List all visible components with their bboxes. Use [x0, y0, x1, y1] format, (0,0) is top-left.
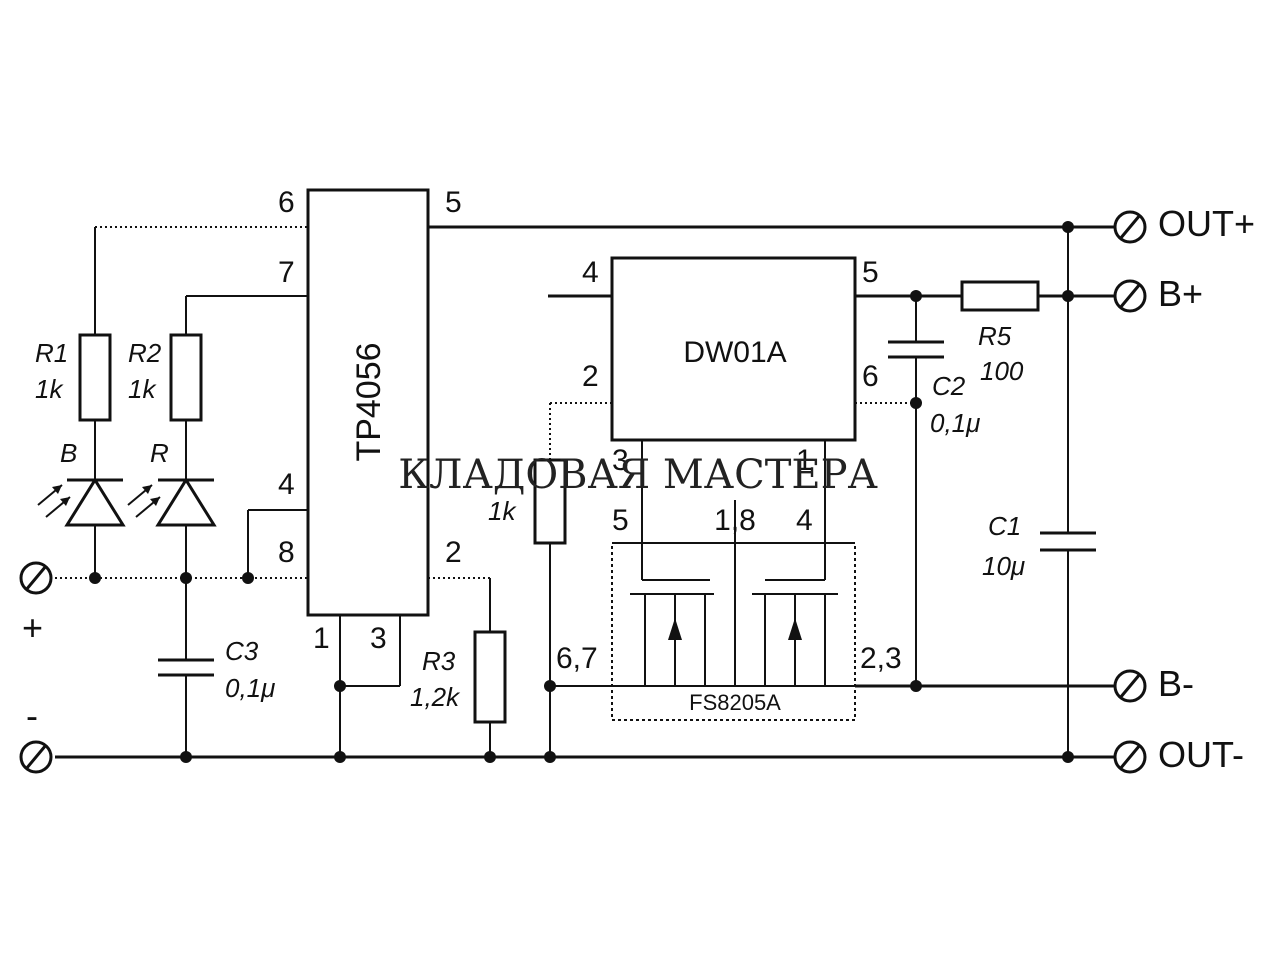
tp4056-chip: TP4056 6 5 7 4 8 2 1 3 — [278, 186, 462, 655]
junction — [242, 572, 254, 584]
junction — [1062, 290, 1074, 302]
dw-pin-5: 5 — [862, 256, 879, 289]
tp-pin-5: 5 — [445, 186, 462, 219]
fs-pin-5: 5 — [612, 504, 629, 537]
c2-name: C2 — [932, 371, 966, 401]
c2-value: 0,1μ — [930, 408, 980, 438]
fs-pin-1-8: 1,8 — [714, 504, 756, 537]
terminal-in-plus — [19, 561, 53, 595]
watermark-text: КЛАДОВАЯ МАСТЕРА — [398, 452, 878, 498]
junction — [89, 572, 101, 584]
terminal-b-plus — [1113, 279, 1147, 313]
junction — [484, 751, 496, 763]
tp-pin-4: 4 — [278, 468, 295, 501]
leds: B R — [37, 438, 217, 527]
tp-pin-1: 1 — [313, 622, 330, 655]
resistors: R1 1k R2 1k R3 1,2k 1k R5 100 — [35, 280, 1040, 724]
led-r-label: R — [150, 438, 169, 468]
fs8205a-label: FS8205A — [689, 690, 781, 715]
c1-value: 10μ — [982, 551, 1025, 581]
junction — [910, 290, 922, 302]
capacitor-c1 — [1040, 531, 1096, 552]
dw-pin-2: 2 — [582, 360, 599, 393]
mosfet-1-symbol — [612, 579, 735, 687]
capacitors: C3 0,1μ C2 0,1μ C1 10μ — [158, 340, 1096, 703]
r5-value: 100 — [980, 356, 1024, 386]
fs-pin-2-3: 2,3 — [860, 642, 902, 675]
c1-name: C1 — [988, 511, 1021, 541]
junction — [1062, 221, 1074, 233]
terminal-out-plus — [1113, 210, 1147, 244]
dw-pin-1: 1 — [796, 444, 813, 477]
mosfet-2-symbol — [735, 579, 855, 687]
junction — [334, 751, 346, 763]
tp-pin-7: 7 — [278, 256, 295, 289]
terminal-out-minus — [1113, 740, 1147, 774]
tp-pin-8: 8 — [278, 536, 295, 569]
r1-name: R1 — [35, 338, 68, 368]
dw01a-label: DW01A — [683, 336, 786, 369]
r3-name: R3 — [422, 646, 456, 676]
terminal-in-minus-label: - — [26, 695, 38, 736]
junctions — [89, 221, 1074, 763]
terminal-b-minus-label: B- — [1158, 663, 1194, 704]
resistor-r4 — [533, 458, 567, 545]
fs8205a-chip: 5 1,8 4 6,7 2,3 FS8205A — [556, 504, 902, 721]
resistor-r2 — [169, 333, 203, 422]
r3-value: 1,2k — [410, 682, 461, 712]
tp-pin-6: 6 — [278, 186, 295, 219]
junction — [544, 680, 556, 692]
terminal-out-plus-label: OUT+ — [1158, 203, 1255, 244]
dw01a-body — [610, 256, 857, 442]
led-b-label: B — [60, 438, 77, 468]
terminal-b-plus-label: B+ — [1158, 273, 1203, 314]
dw-pin-4: 4 — [582, 256, 599, 289]
wires — [55, 225, 1118, 759]
led-r — [127, 477, 217, 527]
c3-value: 0,1μ — [225, 673, 275, 703]
terminal-in-minus — [19, 740, 53, 774]
junction — [180, 572, 192, 584]
resistor-r1 — [78, 333, 112, 422]
fs-pin-6-7: 6,7 — [556, 642, 598, 675]
resistor-r3 — [473, 630, 507, 724]
tp4056-label: TP4056 — [350, 342, 388, 461]
junction — [1062, 751, 1074, 763]
junction — [910, 680, 922, 692]
junction — [544, 751, 556, 763]
r5-name: R5 — [978, 321, 1012, 351]
dw-pin-6: 6 — [862, 360, 879, 393]
terminals: + - OUT+ B+ B- OUT- — [19, 203, 1255, 775]
dw-pin-3: 3 — [612, 444, 629, 477]
junction — [334, 680, 346, 692]
terminal-out-minus-label: OUT- — [1158, 734, 1244, 775]
terminal-b-minus — [1113, 669, 1147, 703]
r2-name: R2 — [128, 338, 162, 368]
capacitor-c3 — [158, 658, 214, 677]
terminal-in-plus-label: + — [22, 607, 43, 648]
resistor-r5 — [960, 280, 1040, 312]
tp-pin-3: 3 — [370, 622, 387, 655]
r1-value: 1k — [35, 374, 64, 404]
junction — [180, 751, 192, 763]
tp-pin-2: 2 — [445, 536, 462, 569]
led-b — [37, 477, 126, 527]
fs8205a-body — [611, 542, 856, 721]
dw01a-chip: DW01A 4 5 2 6 3 1 — [582, 256, 879, 477]
junction — [910, 397, 922, 409]
r4-value: 1k — [488, 496, 517, 526]
fs-pin-4: 4 — [796, 504, 813, 537]
tp4056-body — [306, 188, 430, 617]
r2-value: 1k — [128, 374, 157, 404]
c3-name: C3 — [225, 636, 259, 666]
capacitor-c2 — [888, 340, 944, 359]
